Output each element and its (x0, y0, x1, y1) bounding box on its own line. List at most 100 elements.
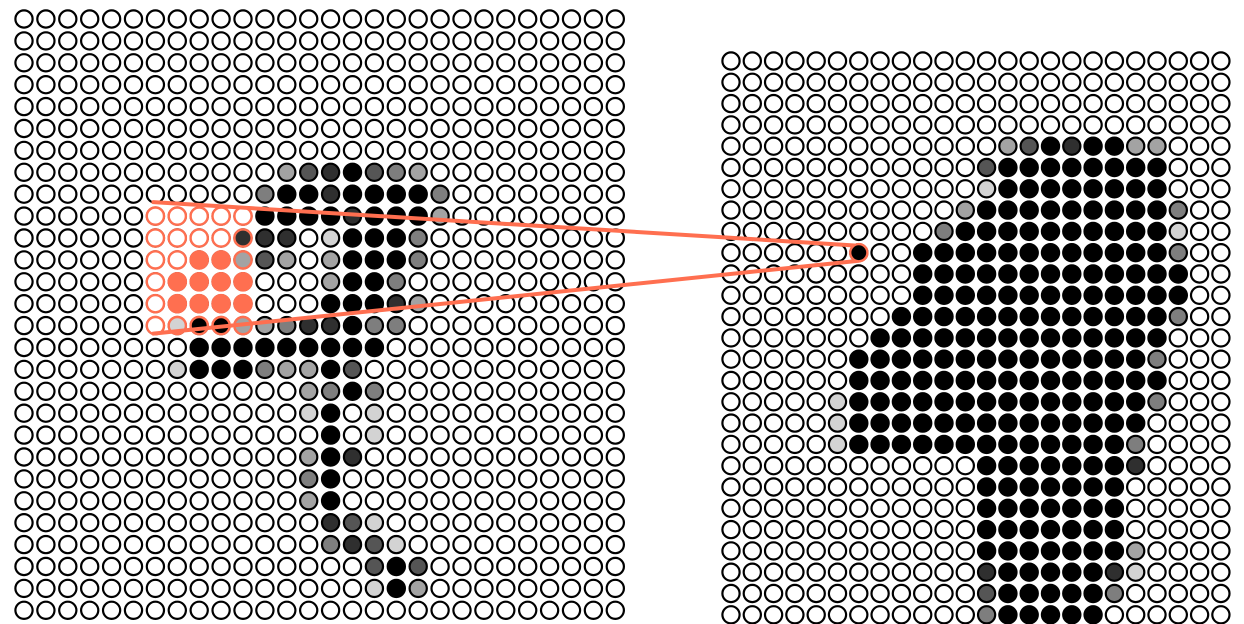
right-grid-dot (742, 72, 763, 93)
left-grid-dot (277, 556, 297, 577)
left-grid-dot (561, 578, 582, 599)
left-grid-dot (386, 184, 406, 204)
right-grid-dot (1104, 605, 1125, 624)
left-grid-dot (299, 403, 319, 423)
left-grid-dot (605, 600, 626, 621)
left-grid-dot (79, 206, 100, 226)
left-grid-dot (167, 118, 187, 139)
left-grid-dot (583, 556, 604, 577)
right-grid-dot (913, 392, 933, 412)
left-grid-dot (583, 53, 604, 73)
left-grid-dot (452, 469, 472, 489)
left-grid-dot (167, 425, 187, 445)
left-grid-dot (496, 228, 516, 248)
left-grid-dot (583, 578, 604, 599)
left-grid-dot (496, 315, 516, 336)
right-grid-dot (1083, 434, 1103, 455)
right-grid-dot (870, 157, 890, 178)
right-grid-dot (1040, 264, 1061, 284)
right-grid-dot (785, 179, 805, 199)
left-grid-dot (233, 74, 253, 95)
right-grid-dot (1062, 562, 1082, 582)
right-grid-dot (1104, 285, 1125, 305)
left-grid-dot (364, 513, 385, 533)
right-grid-dot (742, 136, 763, 156)
left-grid-dot (583, 96, 604, 117)
left-grid-dot (299, 31, 319, 51)
right-grid-dot (827, 605, 848, 624)
right-grid-dot (1211, 562, 1231, 582)
right-grid-dot (785, 306, 805, 327)
right-grid-dot (849, 136, 869, 156)
right-grid-dot (1062, 541, 1082, 561)
left-grid-dot (430, 425, 450, 445)
right-grid-dot (1147, 434, 1167, 455)
left-grid-dot (79, 403, 100, 423)
left-grid-dot (386, 425, 406, 445)
right-grid-dot (1168, 477, 1189, 497)
right-grid-dot (976, 370, 997, 391)
right-grid-dot (1147, 51, 1167, 71)
right-grid-dot (1168, 583, 1189, 604)
right-grid-dot (1104, 93, 1125, 114)
left-grid-dot (605, 118, 626, 139)
left-grid-dot (430, 228, 450, 248)
left-grid-dot (145, 403, 166, 423)
right-grid-dot (913, 349, 933, 369)
right-grid-dot (721, 200, 741, 220)
right-grid-dot (1125, 51, 1146, 71)
right-grid-dot (870, 349, 890, 369)
left-grid-dot (605, 403, 626, 423)
right-grid-dot (721, 328, 741, 348)
left-grid-dot (561, 447, 582, 467)
left-grid-dot (277, 578, 297, 599)
left-grid-dot (36, 96, 56, 117)
right-grid-dot (1062, 519, 1082, 540)
left-grid-dot (605, 337, 626, 358)
left-grid-dot (233, 162, 253, 182)
right-grid-dot (742, 434, 763, 455)
left-grid-dot (496, 31, 516, 51)
left-grid-dot (211, 118, 231, 139)
right-grid-dot (721, 519, 741, 540)
right-grid-dot (1062, 349, 1082, 369)
right-grid-dot (1019, 456, 1039, 476)
left-grid-dot (583, 9, 604, 29)
right-grid-dot (785, 72, 805, 93)
right-grid-dot (1168, 179, 1189, 199)
left-grid-dot (518, 9, 538, 29)
right-grid-dot (1211, 306, 1231, 327)
right-grid-dot (998, 264, 1018, 284)
left-grid-dot (101, 294, 122, 314)
left-grid-dot (605, 206, 626, 226)
right-grid-dot (1040, 413, 1061, 433)
right-grid-dot (763, 434, 784, 455)
left-grid-dot (474, 556, 494, 577)
right-grid-dot (1083, 306, 1103, 327)
left-grid-dot (320, 469, 341, 489)
left-grid-dot (364, 96, 385, 117)
right-grid-dot (763, 541, 784, 561)
right-grid-dot (1083, 370, 1103, 391)
left-grid-dot (233, 469, 253, 489)
highlight-dot (189, 228, 209, 248)
left-grid-dot (277, 294, 297, 314)
left-grid-dot (211, 140, 231, 161)
right-grid-dot (827, 434, 848, 455)
left-grid-dot (518, 513, 538, 533)
right-grid-dot (1125, 328, 1146, 348)
left-grid-dot (123, 228, 144, 248)
highlight-dot (189, 271, 209, 292)
right-grid-dot (1147, 285, 1167, 305)
highlight-dot (233, 206, 253, 226)
right-grid-dot (913, 328, 933, 348)
right-grid-dot (870, 477, 890, 497)
left-grid-dot (211, 491, 231, 511)
right-grid-dot (976, 583, 997, 604)
left-grid-dot (386, 491, 406, 511)
right-grid-dot (1062, 605, 1082, 624)
left-grid-dot (79, 447, 100, 467)
left-grid-dot (518, 228, 538, 248)
left-grid-dot (189, 556, 209, 577)
right-grid-dot (913, 498, 933, 518)
